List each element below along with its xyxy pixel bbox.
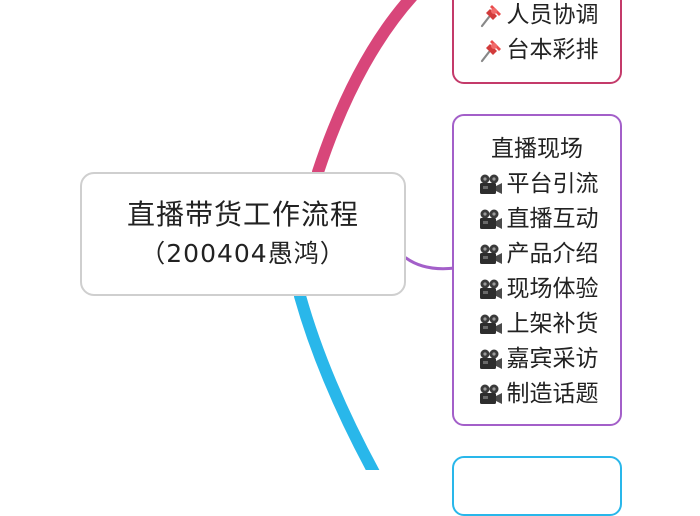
connector-bottom: [294, 290, 380, 470]
list-item: 嘉宾采访: [454, 342, 620, 377]
list-item: 人员协调: [454, 0, 620, 33]
movie-camera-icon: [476, 171, 504, 199]
branch-middle-node[interactable]: 直播现场 平台引流 直播互动 产品介绍 现场体验: [452, 114, 622, 426]
movie-camera-icon: [476, 346, 504, 374]
movie-camera-icon: [476, 276, 504, 304]
list-item-label: 制造话题: [506, 381, 599, 407]
list-item: 台本彩排: [454, 33, 620, 68]
connector-middle: [404, 256, 457, 271]
list-item: 产品介绍: [454, 237, 620, 272]
list-item-label: 上架补货: [506, 311, 599, 337]
list-item-label: 产品介绍: [506, 241, 599, 267]
branch-top-list: 人员协调 台本彩排: [454, 0, 620, 68]
branch-bottom-node[interactable]: [452, 456, 622, 516]
branch-middle-list: 平台引流 直播互动 产品介绍 现场体验 上架补货: [454, 167, 620, 412]
branch-top-node[interactable]: 人员协调 台本彩排: [452, 0, 622, 84]
list-item-label: 人员协调: [506, 2, 599, 28]
list-item-label: 平台引流: [506, 171, 599, 197]
list-item-label: 现场体验: [506, 276, 599, 302]
connector-top: [312, 0, 417, 178]
movie-camera-icon: [476, 206, 504, 234]
list-item-label: 台本彩排: [506, 37, 599, 63]
central-topic[interactable]: 直播带货工作流程 （200404愚鸿）: [80, 172, 406, 296]
pushpin-icon: [476, 2, 504, 30]
list-item: 制造话题: [454, 377, 620, 412]
branch-middle-title: 直播现场: [491, 136, 583, 162]
list-item-label: 直播互动: [506, 206, 599, 232]
movie-camera-icon: [476, 381, 504, 409]
list-item: 直播互动: [454, 202, 620, 237]
central-topic-subtitle: （200404愚鸿）: [140, 239, 346, 268]
movie-camera-icon: [476, 241, 504, 269]
list-item-label: 嘉宾采访: [506, 346, 599, 372]
central-topic-title: 直播带货工作流程: [126, 198, 359, 231]
list-item: 平台引流: [454, 167, 620, 202]
connector-lines: [294, 0, 457, 470]
movie-camera-icon: [476, 311, 504, 339]
list-item: 现场体验: [454, 272, 620, 307]
pushpin-icon: [476, 37, 504, 65]
list-item: 上架补货: [454, 307, 620, 342]
